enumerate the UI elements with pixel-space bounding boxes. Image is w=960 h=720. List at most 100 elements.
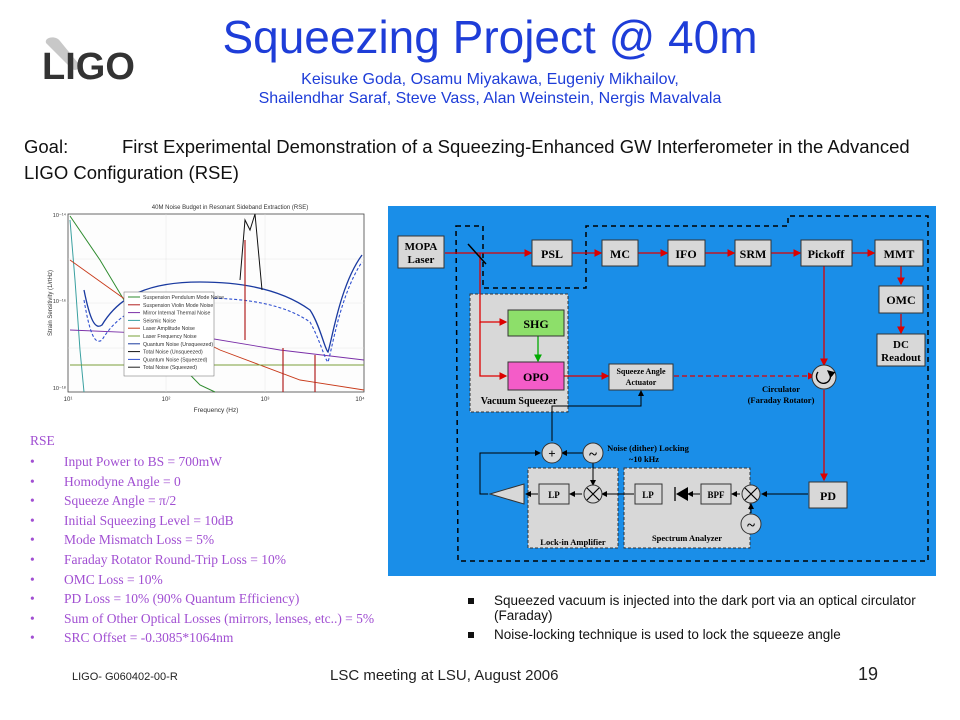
spectrum-lp-box: LP xyxy=(634,483,663,505)
ifo-box: IFO xyxy=(667,239,706,267)
sum-junction-icon: + xyxy=(541,442,563,464)
rse-parameter-text: Initial Squeezing Level = 10dB xyxy=(64,512,234,528)
bullet-square-icon xyxy=(468,598,474,604)
legend-entry: Suspension Pendulum Mode Noise xyxy=(143,295,224,301)
bullet-dot-icon: • xyxy=(30,551,35,567)
curve-quantum-squeezed xyxy=(83,261,363,363)
bpf-label: BPF xyxy=(708,490,726,500)
lockin-label: Lock-in Amplifier xyxy=(540,537,606,547)
goal-label: Goal: xyxy=(24,136,69,157)
legend-entry: Mirror Internal Thermal Noise xyxy=(143,311,210,317)
x-tick-label: 10¹ xyxy=(64,397,73,403)
bullet-dot-icon: • xyxy=(30,630,35,646)
bullet-dot-icon: • xyxy=(30,532,35,548)
footer-meeting: LSC meeting at LSU, August 2006 xyxy=(330,667,559,684)
plot-xlabel: Frequency (Hz) xyxy=(194,407,239,414)
rse-parameter-item: •Homodyne Angle = 0 xyxy=(30,472,450,492)
rse-parameter-list: •Input Power to BS = 700mW•Homodyne Angl… xyxy=(30,452,450,648)
bullet-square-icon xyxy=(468,632,474,638)
circulator-label-2: (Faraday Rotator) xyxy=(748,395,815,405)
rse-parameter-text: Input Power to BS = 700mW xyxy=(64,454,222,469)
rse-parameter-item: •Input Power to BS = 700mW xyxy=(30,452,450,472)
squeezer-block-diagram: MOPA Laser PSL MC IFO SRM Pickoff MMT OM… xyxy=(388,206,936,576)
page-number: 19 xyxy=(858,664,879,684)
legend-entry: Total Noise (Squeezed) xyxy=(143,365,197,371)
bullet-dot-icon: • xyxy=(30,610,35,626)
x-tick-label: 10⁴ xyxy=(355,396,365,403)
logo-swoosh xyxy=(45,37,80,70)
spectrum-label: Spectrum Analyzer xyxy=(652,533,722,543)
sum-label: + xyxy=(548,446,555,461)
ligo-logo: LIGO xyxy=(42,37,135,85)
authors: Keisuke Goda, Osamu Miyakawa, Eugeniy Mi… xyxy=(190,70,790,108)
lockin-box xyxy=(527,467,619,549)
amplifier-icon xyxy=(488,483,525,505)
legend-items: Suspension Pendulum Mode NoiseSuspension… xyxy=(128,295,224,371)
legend-entry: Laser Amplitude Noise xyxy=(143,326,195,332)
legend-entry: Quantum Noise (Unsqueezed) xyxy=(143,342,213,348)
shg-label: SHG xyxy=(523,317,548,331)
actuator-box: Squeeze Angle Actuator xyxy=(608,363,674,391)
x-tick-label: 10² xyxy=(162,397,171,403)
rse-parameter-item: • Faraday Rotator Round-Trip Loss = 10% xyxy=(30,550,450,570)
dc-readout-box: DC Readout xyxy=(876,333,926,367)
local-oscillator-icon: ~ xyxy=(740,513,762,535)
mc-box: MC xyxy=(601,239,639,267)
lockin-mixer-icon xyxy=(583,484,603,504)
curve-laser-amplitude xyxy=(69,259,365,391)
rse-parameter-text: Faraday Rotator Round-Trip Loss = 10% xyxy=(64,551,286,567)
shg-box: SHG xyxy=(507,309,565,337)
rse-header: RSE xyxy=(30,433,55,448)
mopa-laser-box: MOPA Laser xyxy=(397,235,445,269)
legend-entry: Suspension Violin Mode Noise xyxy=(143,303,213,309)
goal-text: First Experimental Demonstration of a Sq… xyxy=(24,136,910,183)
rse-parameter-item: •Squeeze Angle = π/2 xyxy=(30,491,450,511)
curve-seismic xyxy=(69,219,85,393)
oscillator-label: ~ xyxy=(589,447,597,463)
circulator-icon xyxy=(811,364,837,390)
pickoff-label: Pickoff xyxy=(808,247,846,261)
rse-parameter-item: •PD Loss = 10% (90% Quantum Efficiency) xyxy=(30,589,450,609)
curve-quantum-unsqueezed xyxy=(83,254,363,354)
mmt-box: MMT xyxy=(874,239,924,267)
legend-entry: Laser Frequency Noise xyxy=(143,334,197,340)
dither-label-2: ~10 kHz xyxy=(629,454,659,464)
beamsplitter xyxy=(467,243,487,265)
psl-box: PSL xyxy=(531,239,573,267)
rse-parameter-text: Mode Mismatch Loss = 5% xyxy=(64,532,215,548)
goal-statement: Goal:First Experimental Demonstration of… xyxy=(24,134,944,186)
bullet-dot-icon: • xyxy=(30,571,35,587)
srm-label: SRM xyxy=(740,247,767,261)
omc-box: OMC xyxy=(878,285,924,314)
pd-box: PD xyxy=(808,481,848,509)
detector-diode-icon xyxy=(676,487,688,501)
rse-parameter-item: •SRC Offset = -0.3085*1064nm xyxy=(30,628,450,648)
omc-label: OMC xyxy=(886,293,915,307)
rse-parameter-text: Squeeze Angle = π/2 xyxy=(64,493,177,509)
page-title: Squeezing Project @ 40m xyxy=(222,11,758,63)
readout-label: Readout xyxy=(881,352,921,364)
footer-doc-id: LIGO- G060402-00-R xyxy=(72,671,178,683)
rse-parameter-item: • Sum of Other Optical Losses (mirrors, l… xyxy=(30,609,450,629)
lockin-lp-label: LP xyxy=(548,490,560,500)
rse-parameter-text: Sum of Other Optical Losses (mirrors, le… xyxy=(64,610,375,626)
rse-parameter-item: •Initial Squeezing Level = 10dB xyxy=(30,511,450,531)
vacuum-squeezer-label: Vacuum Squeezer xyxy=(481,396,558,407)
pd-label: PD xyxy=(820,489,836,503)
rse-parameter-item: • OMC Loss = 10% xyxy=(30,570,450,590)
note-text: Squeezed vacuum is injected into the dar… xyxy=(494,593,916,623)
diagram-notes: Squeezed vacuum is injected into the dar… xyxy=(468,593,938,648)
rse-parameters: RSE •Input Power to BS = 700mW•Homodyne … xyxy=(30,432,450,648)
spectrum-box xyxy=(623,467,751,549)
rse-parameter-text: OMC Loss = 10% xyxy=(64,571,163,587)
rse-parameter-text: Homodyne Angle = 0 xyxy=(64,473,181,489)
opo-box: OPO xyxy=(507,361,565,391)
ifo-label: IFO xyxy=(675,247,696,261)
note-item: Squeezed vacuum is injected into the dar… xyxy=(468,593,938,623)
beam-to-opo xyxy=(479,322,508,380)
plot-ylabel: Strain Sensitivity (1/rtHz) xyxy=(48,270,54,336)
authors-line-1: Keisuke Goda, Osamu Miyakawa, Eugeniy Mi… xyxy=(301,71,679,88)
oscillator-icon: ~ xyxy=(582,442,604,464)
